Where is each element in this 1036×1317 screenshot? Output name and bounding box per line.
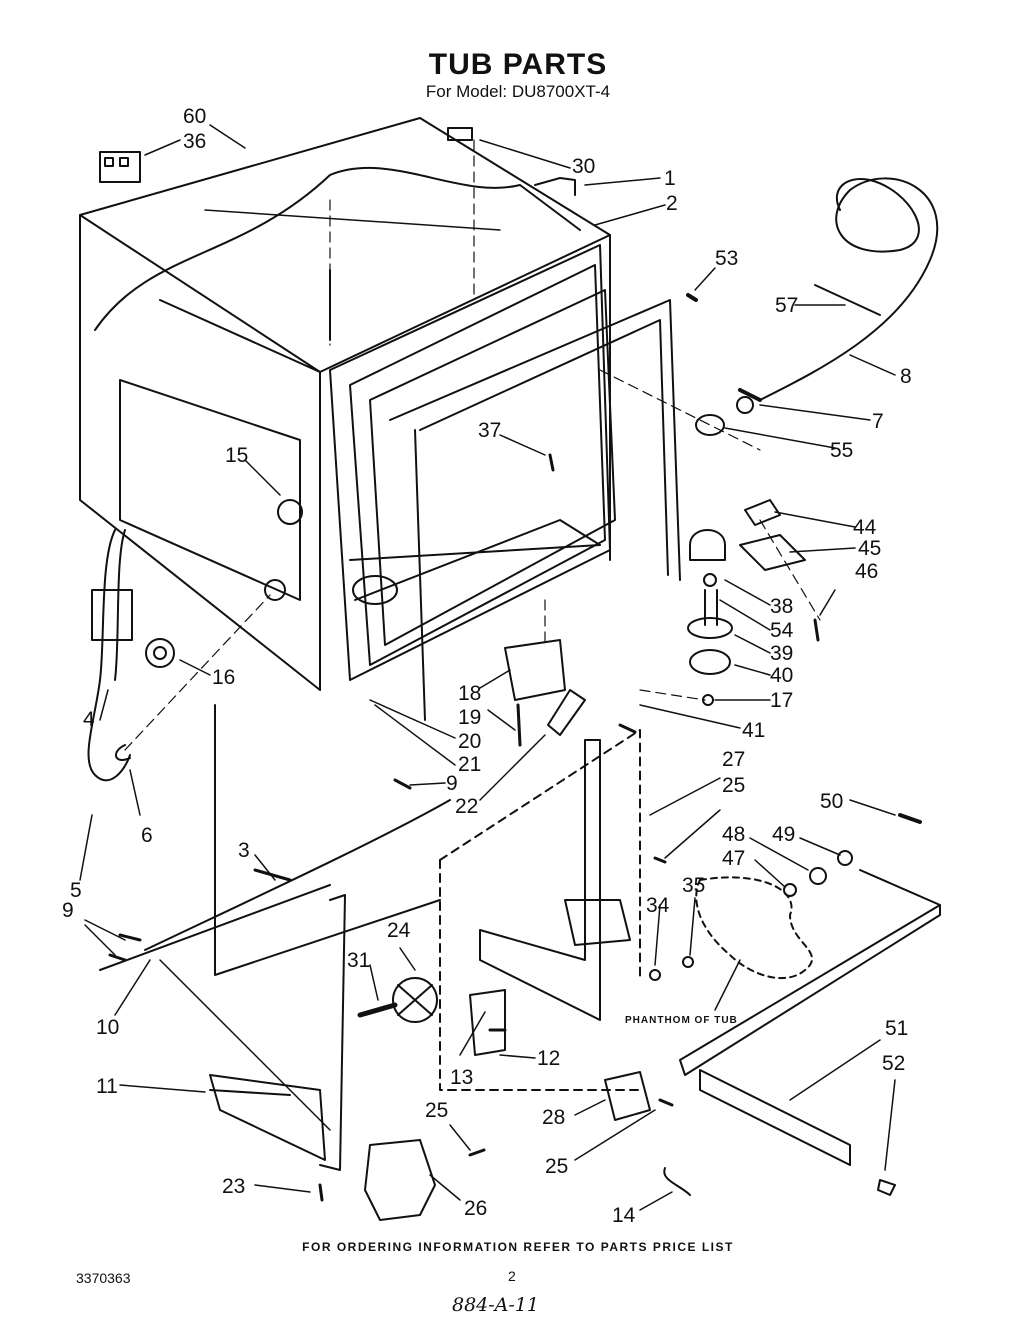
- callout-60: 60: [183, 105, 206, 128]
- callout-22: 22: [455, 795, 478, 818]
- callout-5: 5: [70, 879, 82, 902]
- callout-labels: 60 36 30 1 2 53 57 8 7 55 37 15 44 45 46…: [62, 105, 912, 1227]
- callout-54: 54: [770, 619, 794, 642]
- callout-49: 49: [772, 823, 795, 846]
- callout-52: 52: [882, 1052, 905, 1075]
- page-number: 2: [508, 1268, 516, 1284]
- callout-4: 4: [83, 708, 95, 731]
- callout-14: 14: [612, 1204, 636, 1227]
- callout-55: 55: [830, 439, 853, 462]
- callout-25c: 25: [545, 1155, 568, 1178]
- small-parts: [99, 127, 922, 1221]
- callout-31: 31: [347, 949, 370, 972]
- callout-9b: 9: [62, 899, 74, 922]
- callout-23: 23: [222, 1175, 245, 1198]
- callout-41: 41: [742, 719, 765, 742]
- callout-37: 37: [478, 419, 501, 442]
- inlet-hose: [738, 177, 939, 402]
- callout-39: 39: [770, 642, 793, 665]
- drain-hose: [87, 529, 133, 782]
- callout-1: 1: [664, 167, 676, 190]
- callout-46: 46: [855, 560, 878, 583]
- model-subtitle: For Model: DU8700XT-4: [425, 82, 611, 101]
- callout-51: 51: [885, 1017, 908, 1040]
- callout-27: 27: [722, 748, 745, 771]
- callout-18: 18: [458, 682, 481, 705]
- callout-19: 19: [458, 706, 481, 729]
- callout-34: 34: [646, 894, 670, 917]
- callout-9: 9: [446, 772, 458, 795]
- callout-6: 6: [141, 824, 153, 847]
- callout-48: 48: [722, 823, 745, 846]
- handwritten-note: 884-A-11: [452, 1294, 540, 1316]
- callout-20: 20: [458, 730, 481, 753]
- callout-10: 10: [96, 1016, 119, 1039]
- callout-57: 57: [775, 294, 798, 317]
- callout-15: 15: [225, 444, 248, 467]
- callout-36: 36: [183, 130, 206, 153]
- callout-35: 35: [682, 874, 705, 897]
- callout-17: 17: [770, 689, 793, 712]
- page-title: TUB PARTS: [428, 48, 608, 81]
- leader-lines: [79, 124, 896, 1211]
- callout-12: 12: [537, 1047, 560, 1070]
- callout-8: 8: [900, 365, 912, 388]
- callout-24: 24: [387, 919, 411, 942]
- callout-44: 44: [853, 516, 877, 539]
- callout-13: 13: [450, 1066, 473, 1089]
- callout-11: 11: [96, 1075, 118, 1098]
- phantom-of-tub-label: PHANTHOM OF TUB: [625, 1015, 738, 1026]
- door-gasket: [329, 244, 681, 721]
- callout-45: 45: [858, 537, 881, 560]
- callout-7: 7: [872, 410, 884, 433]
- ordering-footer: FOR ORDERING INFORMATION REFER TO PARTS …: [302, 1240, 734, 1254]
- callout-50: 50: [820, 790, 843, 813]
- callout-47: 47: [722, 847, 745, 870]
- callout-40: 40: [770, 664, 793, 687]
- callout-28: 28: [542, 1106, 565, 1129]
- callout-25b: 25: [425, 1099, 448, 1122]
- callout-38: 38: [770, 595, 793, 618]
- callout-16: 16: [212, 666, 235, 689]
- callout-30: 30: [572, 155, 595, 178]
- lower-assemblies: [99, 704, 941, 1171]
- tub-floor: [349, 519, 601, 605]
- document-number: 3370363: [76, 1270, 131, 1286]
- callout-21: 21: [458, 753, 481, 776]
- guide-lines: [124, 139, 821, 751]
- callout-25: 25: [722, 774, 745, 797]
- callout-2: 2: [666, 192, 678, 215]
- callout-26: 26: [464, 1197, 487, 1220]
- callout-53: 53: [715, 247, 738, 270]
- callout-3: 3: [238, 839, 250, 862]
